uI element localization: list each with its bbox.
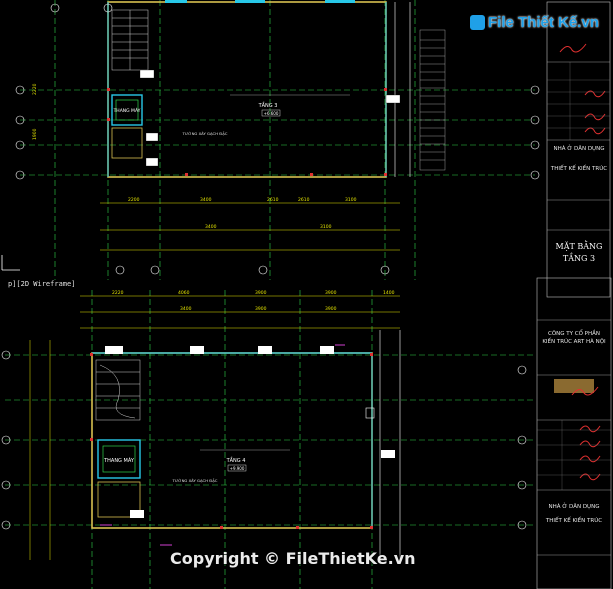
dim-text: 1900 <box>32 128 38 140</box>
elevator-shaft-top <box>111 94 143 126</box>
level-tag-bottom: +9.900 <box>230 466 245 471</box>
level-tag-top: +6.600 <box>264 111 279 116</box>
dim-text: 2220 <box>32 83 38 95</box>
dimension-chain-top <box>100 202 400 251</box>
elevator-label-top: THANG MÁY <box>113 107 141 114</box>
tb-top-sheet-title: MẶT BẰNG <box>555 242 603 251</box>
staircase-top <box>111 9 149 71</box>
dim-text: 3900 <box>255 290 267 296</box>
cabinet-bt1 <box>190 346 204 354</box>
wall-note-bottom: TƯỜNG XÂY GẠCH ĐẶC <box>172 478 218 483</box>
cabinet-bt1 <box>381 450 395 458</box>
section-marks <box>100 344 345 546</box>
dim-text: 4060 <box>178 290 190 296</box>
room-label-bottom: TẦNG 4 <box>226 456 246 464</box>
tb-bottom-company-1: CÔNG TY CỔ PHẦN <box>547 331 600 337</box>
title-block-bottom <box>536 277 612 589</box>
cabinet-bt1 <box>258 346 272 354</box>
elevator-shaft-bottom <box>97 439 141 479</box>
external-stair-right <box>419 29 446 171</box>
red-markers-top <box>107 88 387 176</box>
dim-text: 3400 <box>200 197 212 203</box>
dim-text: 2220 <box>112 290 124 296</box>
dim-text: 1400 <box>383 290 395 296</box>
logo-icon <box>470 14 485 30</box>
dim-text: 2610 <box>267 197 279 203</box>
dim-text: 3400 <box>205 224 217 230</box>
red-markers-bottom <box>90 353 373 529</box>
dim-text: 3900 <box>325 290 337 296</box>
grid-axes-bottom <box>5 290 535 589</box>
wall-note-top: TƯỜNG XÂY GẠCH ĐẶC <box>182 131 228 136</box>
dim-text: 3900 <box>325 306 337 312</box>
tb-top-owner: NHÀ Ở DÂN DỤNG <box>553 146 605 152</box>
cabinet-bt1 <box>105 346 123 354</box>
company-stamp <box>554 379 594 393</box>
dimension-chain-bottom <box>29 295 400 560</box>
cabinet-bt1 <box>139 69 155 79</box>
title-block-top <box>546 1 611 298</box>
cabinet-bt1 <box>130 510 144 518</box>
tb-bottom-company-2: KIẾN TRÚC ART HÀ NỘI <box>542 339 606 345</box>
copyright-watermark: Copyright © FileThietKe.vn <box>170 549 416 568</box>
dim-text: 3100 <box>320 224 332 230</box>
dim-text: 3400 <box>180 306 192 312</box>
room-label-top: TẦNG 3 <box>258 101 278 109</box>
dim-text: 3100 <box>345 197 357 203</box>
ucs-icon <box>1 255 20 271</box>
cabinet-bt1 <box>385 94 401 104</box>
staircase-bottom <box>95 359 141 421</box>
cabinet-bt1 <box>320 346 334 354</box>
watermark-logo: File Thiết Kế.vn <box>470 14 599 31</box>
dim-text: 2200 <box>128 197 140 203</box>
tb-bottom-design: THIẾT KẾ KIẾN TRÚC <box>545 518 603 524</box>
tb-top-sheet-sub: TẦNG 3 <box>562 254 596 263</box>
floor-plan-level-4: THANG MÁY TẦNG 4 +9.900 TƯỜNG XÂY GẠCH Đ… <box>1 290 527 560</box>
tb-top-design: THIẾT KẾ KIẾN TRÚC <box>550 166 608 172</box>
dim-text: 2610 <box>298 197 310 203</box>
cabinet-bt1 <box>145 132 159 142</box>
axis-bubbles-bottom <box>1 350 527 530</box>
floor-plan-level-3: THANG MÁY TẦNG 3 +6.600 TƯỜNG XÂY GẠCH Đ… <box>15 0 540 275</box>
axis-bubbles-top <box>15 3 540 275</box>
grid-axes-top <box>20 0 535 280</box>
cabinet-bt1 <box>145 157 159 167</box>
viewport-label[interactable]: p][2D Wireframe] <box>8 280 76 288</box>
elevator-label-bottom: THANG MÁY <box>103 457 135 464</box>
dim-text: 3900 <box>255 306 267 312</box>
logo-text: File Thiết Kế.vn <box>488 14 599 31</box>
tb-bottom-owner: NHÀ Ở DÂN DỤNG <box>548 504 600 510</box>
